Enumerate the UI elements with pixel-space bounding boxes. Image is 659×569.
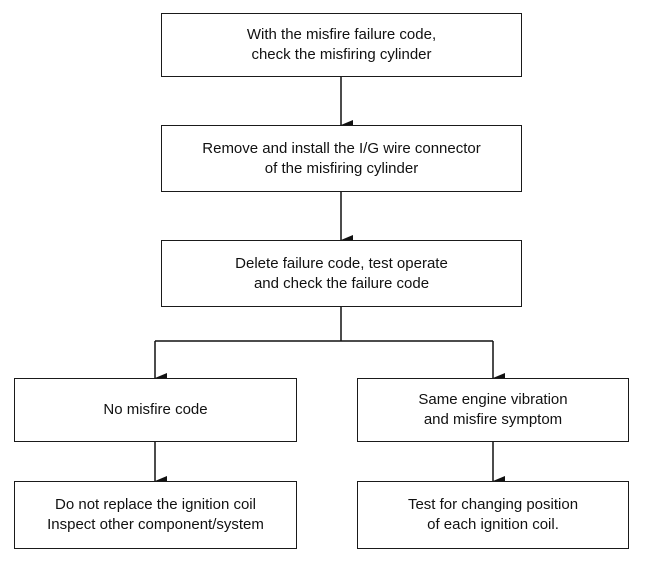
branch-no-misfire-code: No misfire code [14, 378, 297, 442]
branch-right-line1: Same engine vibration [418, 391, 568, 408]
result-right-line2: of each ignition coil. [427, 516, 559, 533]
branch-right-line2: and misfire symptom [423, 411, 563, 428]
step2-line2: of the misfiring cylinder [264, 159, 419, 177]
branch-same-vibration-symptom: Same engine vibration and misfire sympto… [357, 378, 629, 442]
step-delete-failure-code: Delete failure code, test operate and ch… [161, 240, 522, 307]
branch-left-line1: No misfire code [103, 401, 208, 418]
step1-line1: With the misfire failure code, [246, 26, 437, 43]
step-check-misfiring-cylinder: With the misfire failure code, check the… [161, 13, 522, 77]
step1-line2: check the misfiring cylinder [251, 46, 432, 63]
result-left-line1: Do not replace the ignition coil [55, 496, 256, 513]
result-left-line2: Inspect other component/system [47, 516, 264, 533]
result-right-line1: Test for changing position [407, 496, 579, 513]
step2-line1: Remove and install the I/G wire connecto… [202, 139, 481, 157]
step3-line1: Delete failure code, test operate [235, 254, 448, 272]
step3-line2: and check the failure code [253, 274, 430, 292]
step-reinstall-ig-connector: Remove and install the I/G wire connecto… [161, 125, 522, 192]
result-swap-ignition-coils: Test for changing position of each ignit… [357, 481, 629, 549]
result-inspect-other-system: Do not replace the ignition coil Inspect… [14, 481, 297, 549]
